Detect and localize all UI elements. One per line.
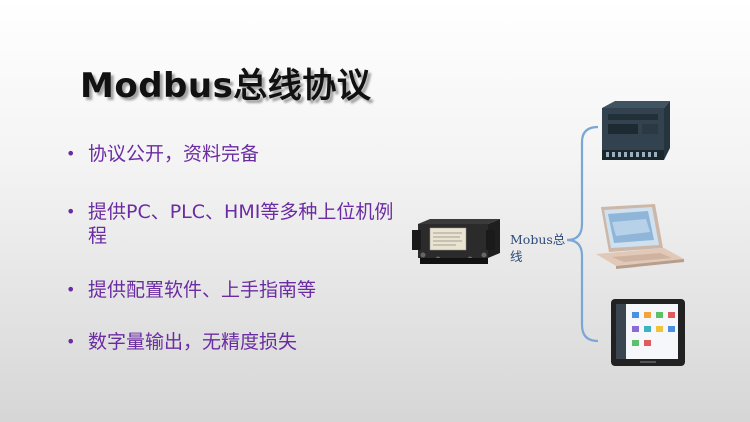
slide-title: Modbus总线协议 bbox=[80, 66, 372, 106]
bus-label: Mobus总线 bbox=[510, 232, 566, 264]
plc-image bbox=[602, 101, 670, 160]
bullet-item: 协议公开，资料完备 bbox=[66, 142, 259, 166]
bullet-item: 提供配置软件、上手指南等 bbox=[66, 278, 316, 302]
laptop-image bbox=[596, 204, 684, 269]
bus-bracket bbox=[566, 125, 599, 343]
bullet-item: 数字量输出，无精度损失 bbox=[66, 330, 297, 354]
hmi-tablet-image bbox=[611, 299, 685, 366]
din-rail-module-image bbox=[412, 219, 500, 264]
bullet-item: 提供PC、PLC、HMI等多种上位机例程 bbox=[66, 200, 396, 248]
